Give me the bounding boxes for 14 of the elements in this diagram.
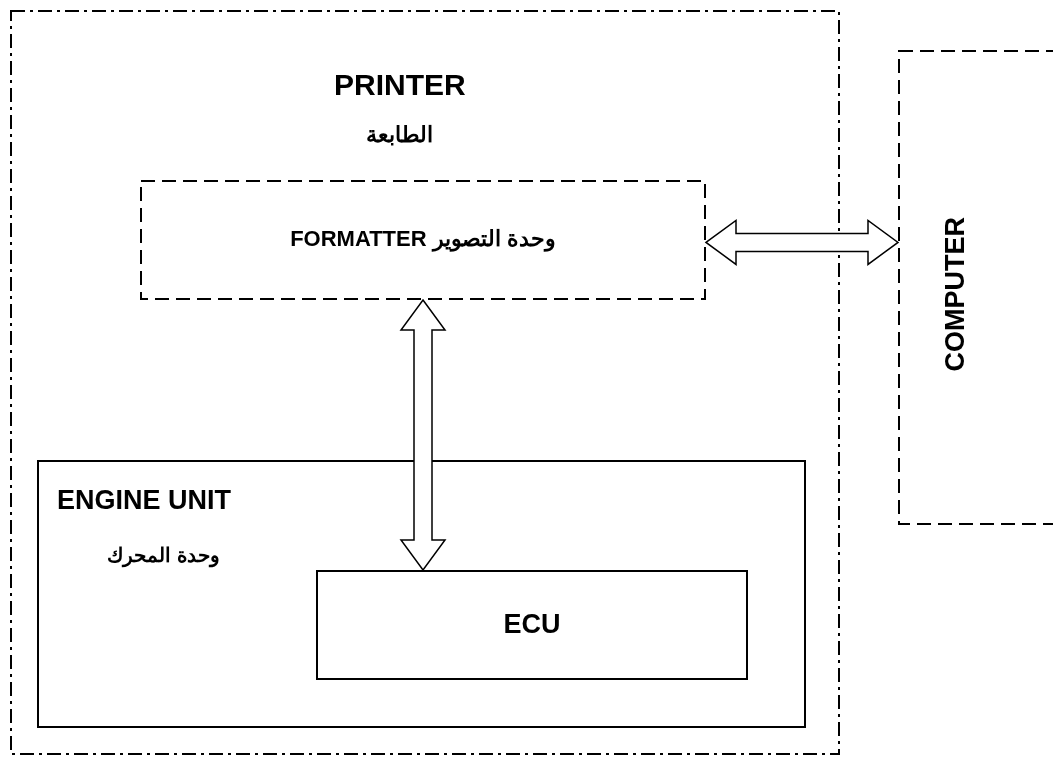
box-title: ENGINE UNIT	[57, 484, 231, 517]
formatter-box	[140, 180, 706, 300]
computer-box	[898, 50, 1053, 525]
ecu-box	[316, 570, 748, 680]
double-arrow	[399, 298, 447, 572]
double-arrow	[704, 218, 900, 266]
frame-subtitle: الطابعة	[366, 121, 433, 149]
frame-title: PRINTER	[334, 67, 466, 103]
engine-unit-box	[37, 460, 806, 728]
box-label: وحدة التصوير FORMATTER	[289, 225, 557, 254]
box-subtitle: وحدة المحرك	[107, 543, 220, 570]
box-label: ECU	[502, 608, 562, 641]
box-label: COMPUTER	[939, 217, 971, 372]
printer-frame	[10, 10, 840, 755]
